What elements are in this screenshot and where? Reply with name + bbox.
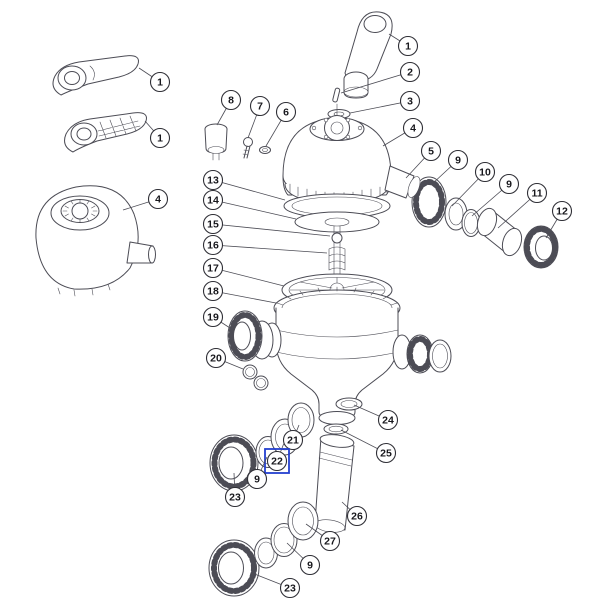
drain-cap-8: [204, 123, 228, 161]
svg-text:3: 3: [407, 96, 413, 108]
callout-15[interactable]: 15: [202, 213, 331, 237]
union-ring-21: [287, 402, 315, 438]
svg-text:1: 1: [405, 41, 411, 53]
diffuser-plate-14: [294, 211, 380, 233]
callout-9[interactable]: 9: [286, 542, 321, 576]
callout-26[interactable]: 26: [341, 501, 368, 527]
cover-side-port: [384, 165, 447, 228]
svg-text:16: 16: [207, 240, 219, 252]
svg-text:23: 23: [229, 492, 241, 504]
svg-text:13: 13: [207, 175, 219, 187]
lever-handle-a: [52, 55, 139, 96]
parts-artwork: [35, 11, 559, 597]
union-nut-23-bottom: [208, 539, 260, 597]
svg-text:24: 24: [382, 415, 394, 427]
callout-21[interactable]: 21: [282, 424, 304, 451]
svg-text:11: 11: [531, 188, 542, 200]
svg-text:21: 21: [287, 435, 299, 447]
svg-text:9: 9: [455, 155, 461, 167]
svg-text:27: 27: [324, 536, 336, 548]
callout-16[interactable]: 16: [202, 234, 328, 256]
callout-1[interactable]: 1: [138, 67, 171, 93]
union-nut-19: [227, 310, 263, 362]
union-nut-23-left: [209, 434, 259, 492]
ring-extra-bottom: [254, 537, 278, 569]
pipe-adapter-11: [476, 207, 523, 257]
valve-cover: [282, 115, 392, 205]
washer-25: [323, 423, 349, 435]
callout-25[interactable]: 25: [340, 429, 397, 464]
washer-6: [259, 146, 271, 154]
callout-7[interactable]: 7: [247, 95, 271, 139]
callout-27[interactable]: 27: [305, 523, 341, 552]
svg-text:9: 9: [506, 179, 512, 191]
svg-text:4: 4: [410, 123, 416, 135]
callout-12[interactable]: 12: [545, 200, 573, 239]
callout-10[interactable]: 10: [451, 161, 496, 207]
stem-nut-15: [331, 232, 343, 244]
svg-text:18: 18: [207, 286, 219, 298]
callout-13[interactable]: 13: [202, 169, 286, 201]
svg-text:10: 10: [479, 167, 491, 179]
ring-24: [335, 397, 363, 411]
callout-3[interactable]: 3: [349, 90, 421, 114]
svg-text:1: 1: [157, 133, 163, 145]
callout-9[interactable]: 9: [471, 173, 520, 217]
callout-4[interactable]: 4: [382, 117, 424, 147]
union-ring-27: [287, 501, 319, 541]
union-nut-12: [523, 225, 559, 269]
callout-11[interactable]: 11: [497, 182, 548, 229]
callout-22[interactable]: 22: [264, 442, 290, 474]
svg-text:22: 22: [271, 456, 283, 468]
callout-17[interactable]: 17: [202, 257, 285, 287]
callout-19[interactable]: 19: [202, 306, 231, 329]
svg-text:6: 6: [283, 107, 289, 119]
handle-pin: [332, 87, 341, 103]
callout-1[interactable]: 1: [388, 33, 419, 57]
svg-text:17: 17: [207, 263, 219, 275]
callout-23[interactable]: 23: [224, 472, 246, 508]
callout-23[interactable]: 23: [251, 572, 301, 599]
callout-24[interactable]: 24: [353, 404, 399, 431]
svg-text:12: 12: [556, 206, 568, 218]
o-rings-20: [242, 364, 269, 391]
union-ring-10: [444, 197, 468, 231]
o-ring-9-top: [461, 209, 481, 237]
callout-20[interactable]: 20: [205, 347, 244, 370]
callout-5[interactable]: 5: [405, 140, 442, 179]
callout-2[interactable]: 2: [340, 61, 421, 94]
svg-text:19: 19: [207, 312, 219, 324]
callout-4[interactable]: 4: [122, 188, 169, 211]
svg-text:15: 15: [207, 219, 219, 231]
svg-text:1: 1: [157, 77, 163, 89]
svg-text:20: 20: [210, 353, 222, 365]
callout-1[interactable]: 1: [144, 120, 171, 149]
svg-text:25: 25: [380, 448, 392, 460]
callout-18[interactable]: 18: [202, 280, 277, 304]
lever-handle-b: [64, 112, 147, 153]
svg-text:9: 9: [254, 474, 260, 486]
svg-text:26: 26: [351, 511, 363, 523]
strainer-housing: [35, 185, 156, 297]
callout-14[interactable]: 14: [202, 189, 297, 220]
svg-text:7: 7: [257, 101, 263, 113]
standpipe-26: [314, 434, 355, 533]
callout-9[interactable]: 9: [246, 456, 268, 490]
svg-text:5: 5: [428, 146, 434, 158]
svg-text:14: 14: [207, 195, 219, 207]
spring-16: [328, 246, 346, 271]
svg-text:4: 4: [155, 194, 161, 206]
callout-9[interactable]: 9: [430, 149, 469, 186]
callout-6[interactable]: 6: [265, 101, 297, 147]
svg-text:9: 9: [307, 560, 313, 572]
callout-8[interactable]: 8: [216, 89, 242, 126]
svg-text:2: 2: [407, 67, 413, 79]
svg-text:23: 23: [284, 583, 296, 595]
o-ring-9-bottom: [270, 523, 298, 557]
screw-7: [242, 137, 253, 159]
svg-text:8: 8: [228, 95, 234, 107]
cover-gasket-13: [283, 193, 391, 219]
